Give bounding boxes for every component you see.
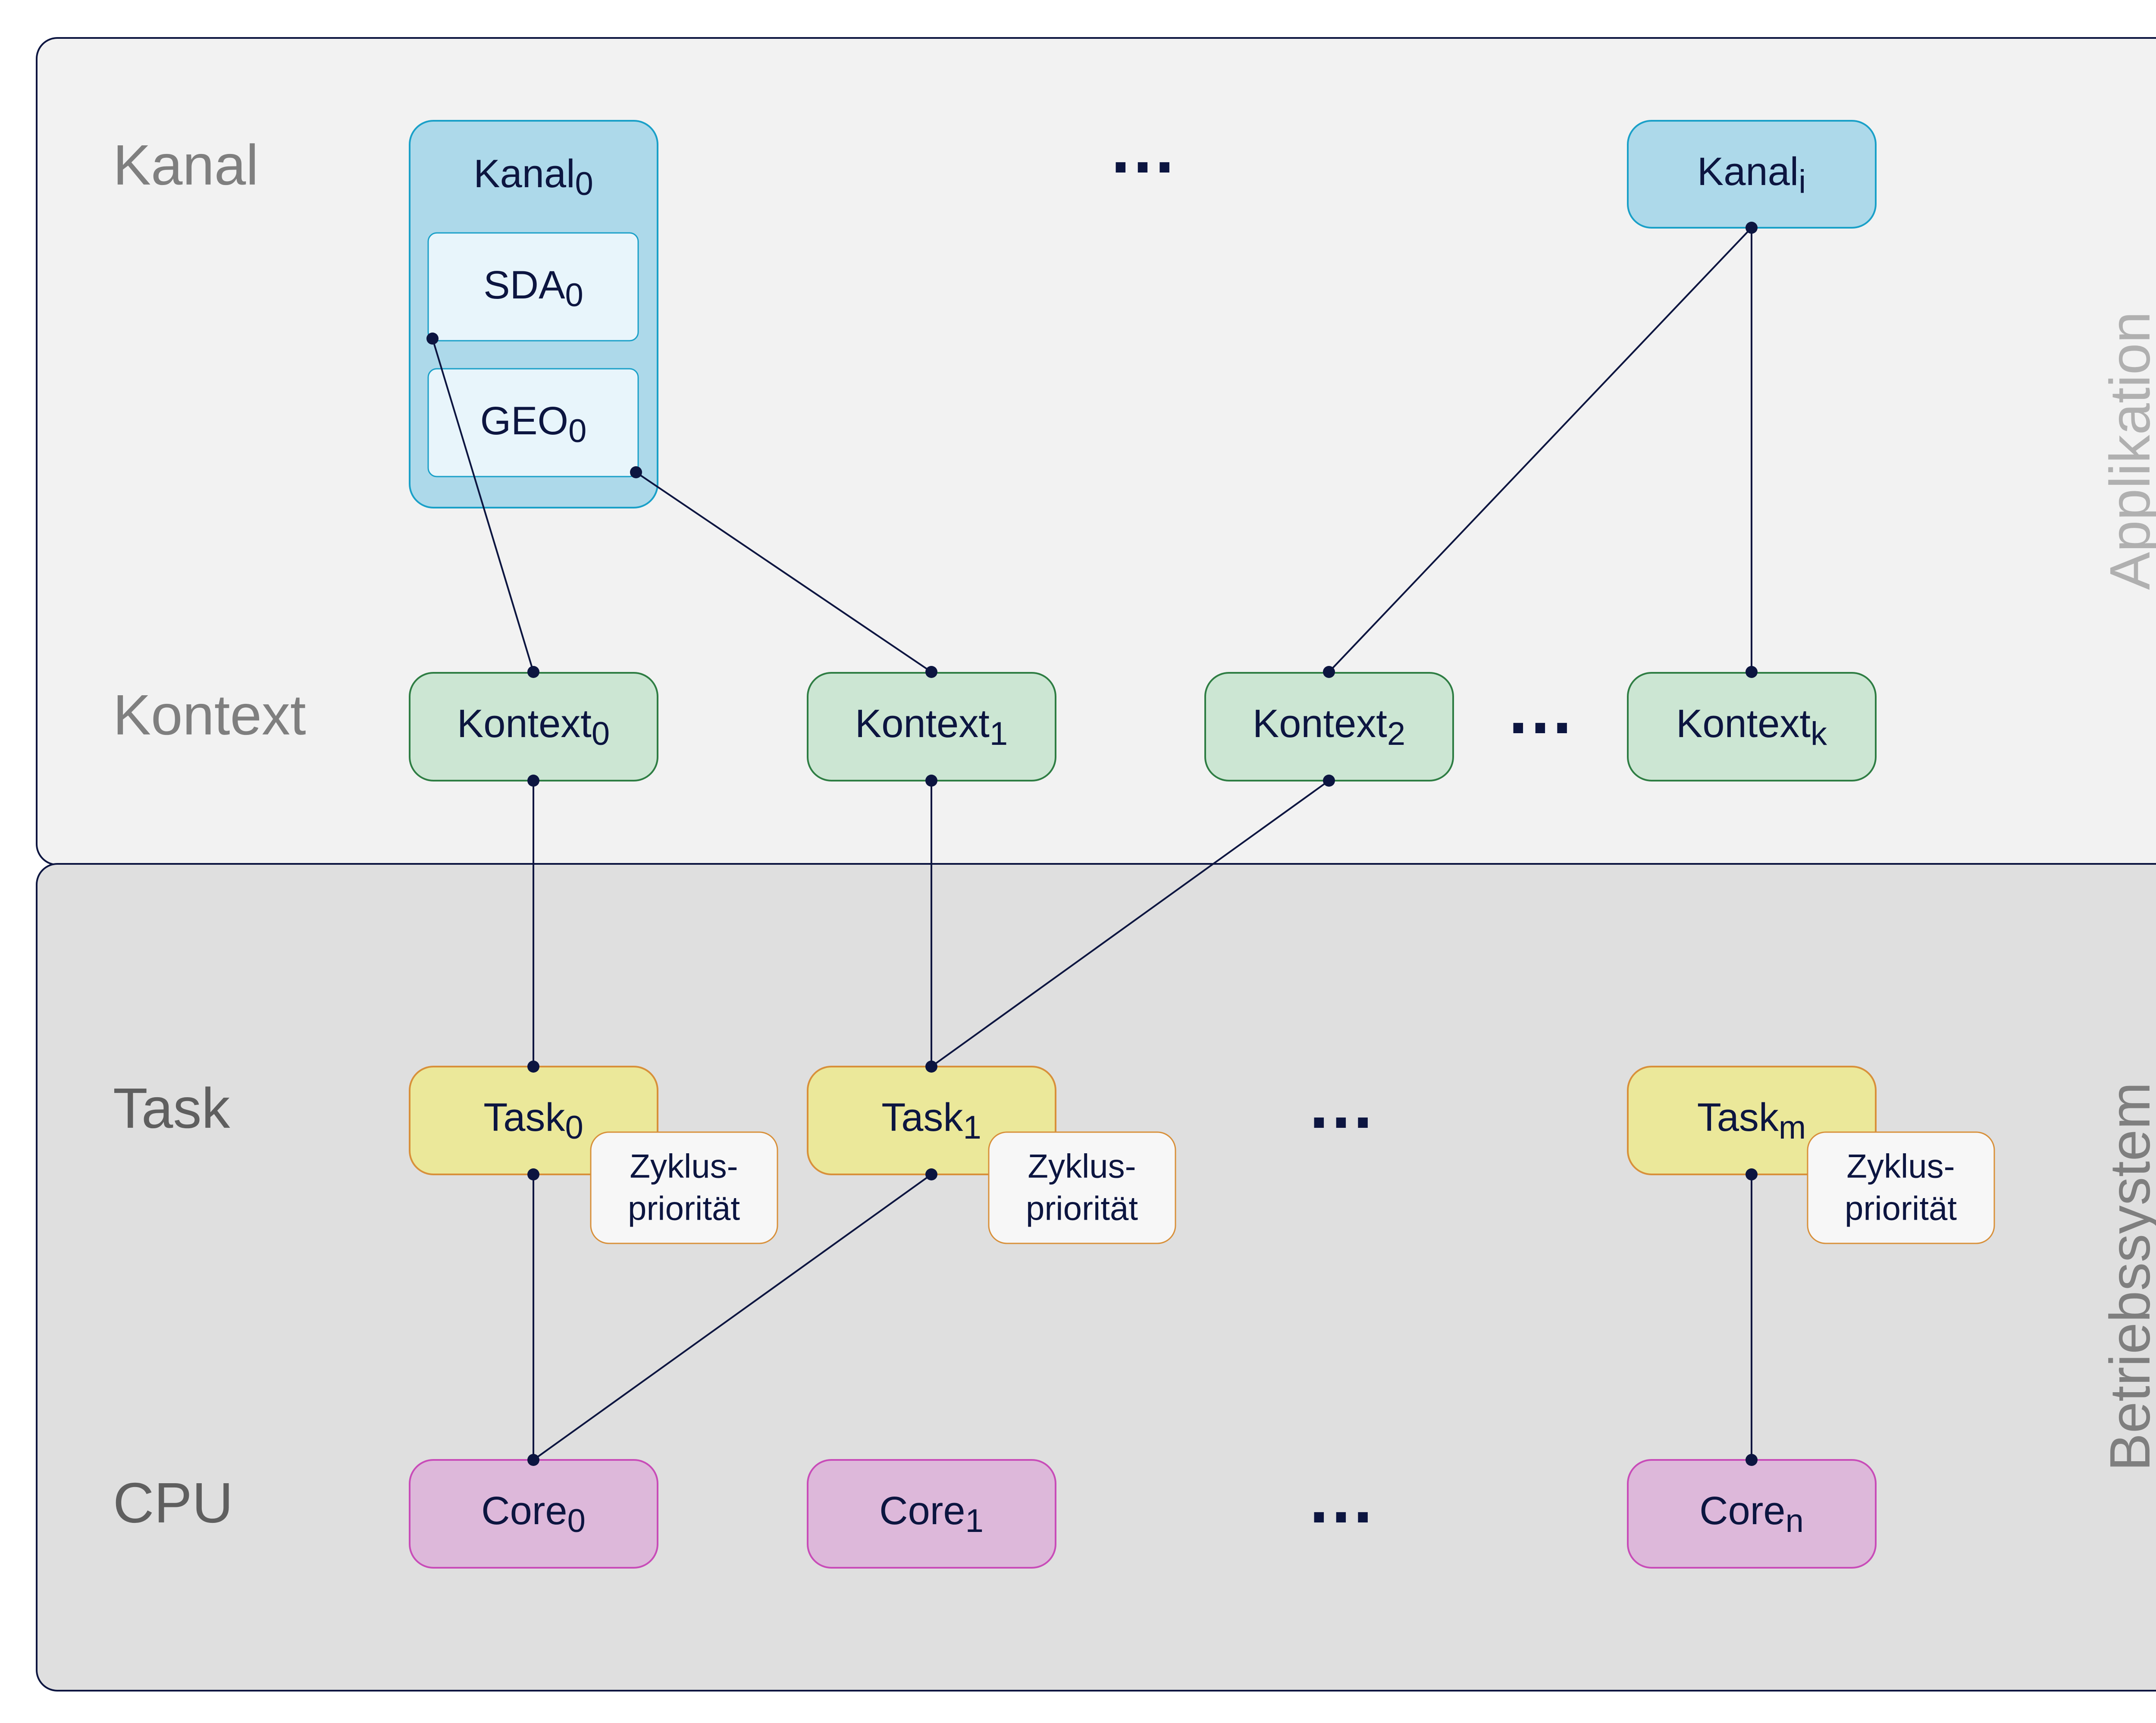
zyklus-1-line1: Zyklus- bbox=[1028, 1147, 1136, 1185]
kontext-k-sub: k bbox=[1811, 716, 1827, 752]
task-0-label: Task0 bbox=[483, 1095, 583, 1146]
core-0-base: Core bbox=[481, 1489, 567, 1533]
kontext-2-label: Kontext2 bbox=[1253, 702, 1405, 752]
dot bbox=[527, 1168, 539, 1180]
connectors bbox=[432, 227, 1752, 1461]
core-1-base: Core bbox=[879, 1489, 965, 1533]
sda-0-base: SDA bbox=[483, 263, 565, 307]
zyklus-m-line2: priorität bbox=[1845, 1189, 1957, 1227]
sda-0-box[interactable] bbox=[427, 232, 639, 342]
kontext-0-base: Kontext bbox=[457, 702, 592, 746]
zyklus-0-line1: Zyklus- bbox=[630, 1147, 738, 1185]
geo-0-sub: 0 bbox=[568, 413, 586, 449]
ellipsis-kontext: … bbox=[1506, 671, 1575, 748]
geo-0-base: GEO bbox=[480, 399, 568, 443]
task-m-label: Taskm bbox=[1697, 1095, 1806, 1146]
kontext-1-label: Kontext1 bbox=[855, 702, 1008, 752]
dot bbox=[426, 333, 439, 345]
sda-0-label: SDA0 bbox=[483, 263, 583, 314]
core-n-label: Coren bbox=[1699, 1489, 1804, 1539]
dot bbox=[925, 775, 937, 787]
edge-kontext2-task1 bbox=[931, 780, 1330, 1067]
zyklus-box-1[interactable] bbox=[988, 1131, 1176, 1244]
dot bbox=[1745, 1168, 1758, 1180]
dot bbox=[630, 466, 642, 478]
edge-task1-core0 bbox=[533, 1174, 932, 1461]
kanal-0-base: Kanal bbox=[473, 152, 575, 196]
edge-kanali-kontext2 bbox=[1328, 227, 1752, 673]
dot bbox=[1323, 666, 1335, 678]
row-label-cpu: CPU bbox=[113, 1471, 233, 1535]
dot bbox=[1745, 1454, 1758, 1466]
dot bbox=[925, 666, 937, 678]
dot bbox=[1745, 222, 1758, 234]
task-1-sub: 1 bbox=[963, 1109, 981, 1146]
core-1-label: Core1 bbox=[879, 1489, 984, 1539]
row-label-kontext: Kontext bbox=[113, 683, 306, 747]
sda-0-sub: 0 bbox=[565, 277, 583, 314]
core-n-sub: n bbox=[1786, 1503, 1804, 1539]
kontext-0-label: Kontext0 bbox=[457, 702, 610, 752]
dot bbox=[1323, 775, 1335, 787]
zyklus-m-line1: Zyklus- bbox=[1846, 1147, 1955, 1185]
dot bbox=[925, 1061, 937, 1073]
kontext-0-sub: 0 bbox=[592, 716, 610, 752]
task-1-base: Task bbox=[881, 1095, 963, 1139]
kanal-i-label: Kanali bbox=[1697, 150, 1806, 200]
dot bbox=[527, 775, 539, 787]
row-label-task: Task bbox=[113, 1076, 230, 1140]
ellipsis-core: … bbox=[1307, 1460, 1376, 1537]
geo-0-label: GEO0 bbox=[480, 399, 587, 449]
dot bbox=[925, 1168, 937, 1180]
edge-geo0-kontext1 bbox=[635, 471, 932, 673]
kontext-1-sub: 1 bbox=[990, 716, 1008, 752]
kontext-1-base: Kontext bbox=[855, 702, 990, 746]
core-n-base: Core bbox=[1699, 1489, 1785, 1533]
dot bbox=[527, 1061, 539, 1073]
ellipsis-kanal: … bbox=[1108, 110, 1177, 187]
core-1-sub: 1 bbox=[965, 1503, 984, 1539]
dot bbox=[527, 1454, 539, 1466]
row-label-kanal: Kanal bbox=[113, 133, 259, 197]
core-0-sub: 0 bbox=[567, 1503, 586, 1539]
core-0-label: Core0 bbox=[481, 1489, 586, 1539]
kanal-0-label: Kanal0 bbox=[473, 152, 593, 202]
kontext-2-sub: 2 bbox=[1387, 716, 1405, 752]
task-m-base: Task bbox=[1697, 1095, 1779, 1139]
ellipsis-task: … bbox=[1307, 1065, 1376, 1142]
kontext-k-base: Kontext bbox=[1676, 702, 1811, 746]
core-1-box[interactable] bbox=[807, 1459, 1056, 1569]
kanal-0-sub: 0 bbox=[575, 166, 593, 202]
zyklus-box-0[interactable] bbox=[590, 1131, 778, 1244]
zyklus-0-line2: priorität bbox=[628, 1189, 740, 1227]
zyklus-1-line2: priorität bbox=[1026, 1189, 1138, 1227]
task-1-label: Task1 bbox=[881, 1095, 981, 1146]
kontext-2-base: Kontext bbox=[1253, 702, 1387, 746]
dot bbox=[1745, 666, 1758, 678]
edge-sda0-kontext0 bbox=[432, 338, 534, 672]
applikation-label: Applikation bbox=[2098, 311, 2156, 590]
task-m-sub: m bbox=[1779, 1109, 1806, 1146]
dot bbox=[527, 666, 539, 678]
zyklus-box-m[interactable] bbox=[1807, 1131, 1995, 1244]
kanal-i-base: Kanal bbox=[1697, 150, 1799, 194]
kontext-k-label: Kontextk bbox=[1676, 702, 1827, 752]
kanal-i-sub: i bbox=[1799, 163, 1806, 200]
connector-dots bbox=[426, 222, 1758, 1466]
betriebssystem-label: Betriebssystem bbox=[2098, 1082, 2156, 1471]
task-0-sub: 0 bbox=[565, 1109, 583, 1146]
task-0-base: Task bbox=[483, 1095, 565, 1139]
geo-0-box[interactable] bbox=[427, 368, 639, 477]
